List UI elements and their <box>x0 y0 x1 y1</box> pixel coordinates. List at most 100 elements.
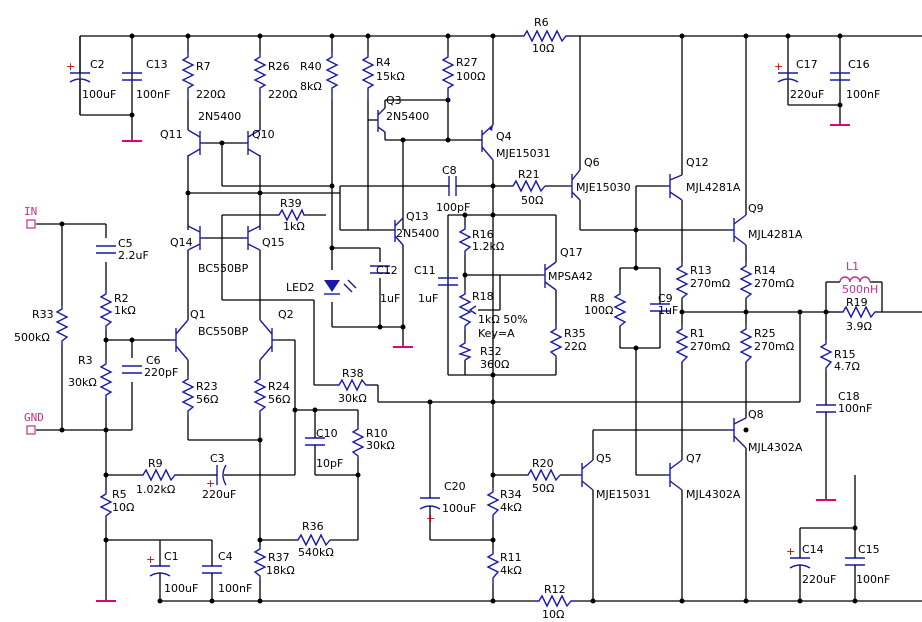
capacitors-14-ref-label: C9 <box>658 292 673 305</box>
transistors-10-ref-label: Q6 <box>584 156 600 169</box>
r34-symbol <box>486 488 500 520</box>
resistors-3-ref-label: R40 <box>300 60 322 73</box>
r9-symbol <box>140 468 178 482</box>
transistors-14-ref-label: Q5 <box>596 452 612 465</box>
resistors-19-value-label: 1.02kΩ <box>136 483 175 496</box>
resistors-18-ref-label: R10 <box>366 427 388 440</box>
c18-symbol <box>816 398 836 420</box>
resistors-8-ref-label: R16 <box>472 228 494 241</box>
r10-symbol <box>351 425 365 460</box>
component-labels: R6 10Ω R7 220Ω R26 220Ω R40 8kΩ R4 15kΩ … <box>14 16 890 621</box>
transistors-3-part-label: MJE15031 <box>496 147 551 160</box>
transistors-6-part-label: BC550BP <box>198 262 249 275</box>
resistors-28-value-label: 270mΩ <box>690 277 730 290</box>
q2-symbol <box>259 319 277 361</box>
resistors-25-value-label: 4kΩ <box>500 564 522 577</box>
r3-symbol <box>99 360 113 398</box>
resistors-0-value-label: 10Ω <box>532 42 554 55</box>
capacitor-symbols: + + + + + + <box>66 36 865 582</box>
misc-pot_key-label: Key=A <box>478 327 515 340</box>
capacitors-15-ref-label: C18 <box>838 390 860 403</box>
q9-symbol <box>728 214 747 246</box>
r39-symbol <box>276 208 306 222</box>
transistors-13-part-label: MJL4302A <box>748 441 803 454</box>
transistors-4-ref-label: Q13 <box>406 210 429 223</box>
misc-led_ref-label: LED2 <box>286 281 315 294</box>
capacitors-1-ref-label: C13 <box>146 58 168 71</box>
resistors-33-ref-label: R15 <box>834 348 856 361</box>
r25-symbol <box>739 325 753 363</box>
q17-symbol <box>540 261 557 291</box>
c5-symbol <box>96 245 116 254</box>
r21-symbol <box>510 179 546 193</box>
r20-symbol <box>525 468 561 482</box>
transistors-11-ref-label: Q12 <box>686 156 709 169</box>
r19-symbol <box>840 305 878 319</box>
resistors-26-ref-label: R12 <box>544 583 566 596</box>
capacitors-7-value-label: 2.2uF <box>118 249 149 262</box>
wires <box>36 35 922 602</box>
svg-text:+: + <box>786 545 795 558</box>
misc-inductor_value-label: 500nH <box>842 283 878 296</box>
resistors-19-ref-label: R9 <box>148 457 163 470</box>
resistors-2-value-label: 220Ω <box>268 88 297 101</box>
r23-symbol <box>181 375 195 415</box>
resistors-18-value-label: 30kΩ <box>366 439 395 452</box>
resistors-7-value-label: 50Ω <box>521 194 543 207</box>
transistors-4-part-label: 2N5400 <box>396 227 439 240</box>
q14-symbol <box>187 225 205 251</box>
resistors-14-value-label: 30kΩ <box>68 376 97 389</box>
r6-symbol <box>520 29 570 43</box>
transistors-15-ref-label: Q7 <box>686 452 702 465</box>
capacitors-14-value-label: 1uF <box>658 304 678 317</box>
capacitors-2-ref-label: C17 <box>796 58 818 71</box>
capacitors-1-value-label: 100nF <box>136 88 170 101</box>
r15-symbol <box>819 340 833 372</box>
svg-text:+: + <box>66 60 75 73</box>
svg-text:+: + <box>426 512 435 525</box>
capacitors-17-ref-label: C15 <box>858 543 880 556</box>
in-port <box>26 219 36 229</box>
c4-symbol <box>202 558 222 582</box>
q12-symbol <box>665 174 683 201</box>
capacitors-0-value-label: 100uF <box>82 88 116 101</box>
resistors-32-value-label: 3.9Ω <box>846 320 872 333</box>
resistors-28-ref-label: R13 <box>690 264 712 277</box>
capacitors-10-ref-label: C3 <box>210 452 225 465</box>
resistors-9-ref-label: R18 <box>472 290 494 303</box>
c2-symbol <box>69 36 91 115</box>
transistors-11-part-label: MJL4281A <box>686 181 741 194</box>
r11-symbol <box>486 550 500 585</box>
resistors-20-ref-label: R5 <box>112 488 127 501</box>
c17-symbol <box>777 72 799 83</box>
resistors-7-ref-label: R21 <box>518 168 540 181</box>
transistors-2-part-label: 2N5400 <box>386 110 429 123</box>
resistors-31-ref-label: R25 <box>754 327 776 340</box>
transistors-6-ref-label: Q15 <box>262 236 285 249</box>
r18-symbol <box>458 290 472 330</box>
transistors-2-ref-label: Q3 <box>386 94 402 107</box>
q1-symbol <box>170 319 189 361</box>
r13-symbol <box>675 262 689 299</box>
resistors-23-ref-label: R20 <box>532 457 554 470</box>
resistors-11-value-label: 22Ω <box>564 340 586 353</box>
c6-symbol <box>122 365 142 374</box>
resistors-17-ref-label: R38 <box>342 367 364 380</box>
capacitors-13-value-label: 100nF <box>218 582 252 595</box>
c12-symbol <box>370 265 390 274</box>
in-port-label: IN <box>24 205 37 218</box>
resistors-21-ref-label: R36 <box>302 520 324 533</box>
resistors-13-ref-label: R33 <box>32 308 54 321</box>
misc-inductor_ref-label: L1 <box>846 260 859 273</box>
q6-symbol <box>568 169 581 201</box>
capacitors-0-ref-label: C2 <box>90 58 105 71</box>
r1-symbol <box>675 325 689 363</box>
q3-symbol <box>377 107 386 133</box>
resistors-29-ref-label: R14 <box>754 264 776 277</box>
capacitors-8-ref-label: C6 <box>146 354 161 367</box>
resistors-13-value-label: 500kΩ <box>14 331 50 344</box>
resistors-21-value-label: 540kΩ <box>298 546 334 559</box>
c1-symbol <box>149 558 171 582</box>
svg-text:+: + <box>146 553 155 566</box>
